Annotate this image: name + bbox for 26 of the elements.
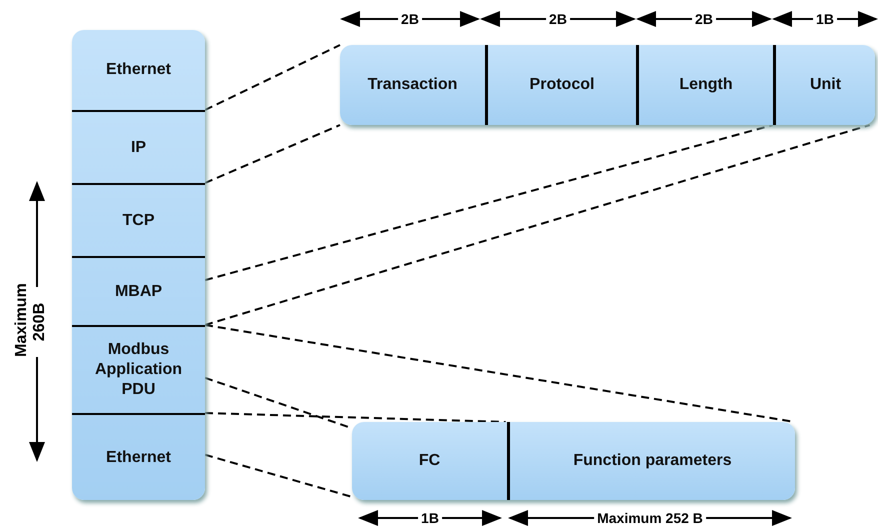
dashed-connector: [204, 454, 352, 498]
layer-label: TCP: [122, 210, 154, 230]
dimension-label: 2B: [398, 11, 422, 27]
dimension-label: 2B: [546, 11, 570, 27]
dimension-label: 2B: [692, 11, 716, 27]
dimension-label: 1B: [813, 11, 837, 27]
dashed-connector: [204, 124, 870, 326]
dashed-connector: [204, 124, 340, 184]
field-label: FC: [418, 451, 440, 471]
dashed-connector: [204, 412, 506, 423]
protocol-stack-bar: [72, 30, 205, 500]
layer-label: Ethernet: [106, 60, 171, 80]
dashed-connector: [204, 44, 340, 111]
field-label: Unit: [810, 75, 842, 95]
field-label: Protocol: [530, 75, 594, 95]
header-bar: [340, 45, 875, 125]
field-label: Length: [679, 75, 733, 95]
pdu-bar: [352, 422, 795, 500]
dimension-label: Maximum 252 B: [594, 510, 706, 526]
layer-label: Ethernet: [106, 448, 171, 468]
field-label: Transaction: [368, 75, 458, 95]
field-label: Function parameters: [573, 451, 732, 471]
layer-label: IP: [130, 138, 146, 158]
layer-label: Modbus Application PDU: [94, 340, 184, 400]
layer-label: MBAP: [114, 282, 162, 302]
dimension-label: 1B: [418, 510, 442, 526]
